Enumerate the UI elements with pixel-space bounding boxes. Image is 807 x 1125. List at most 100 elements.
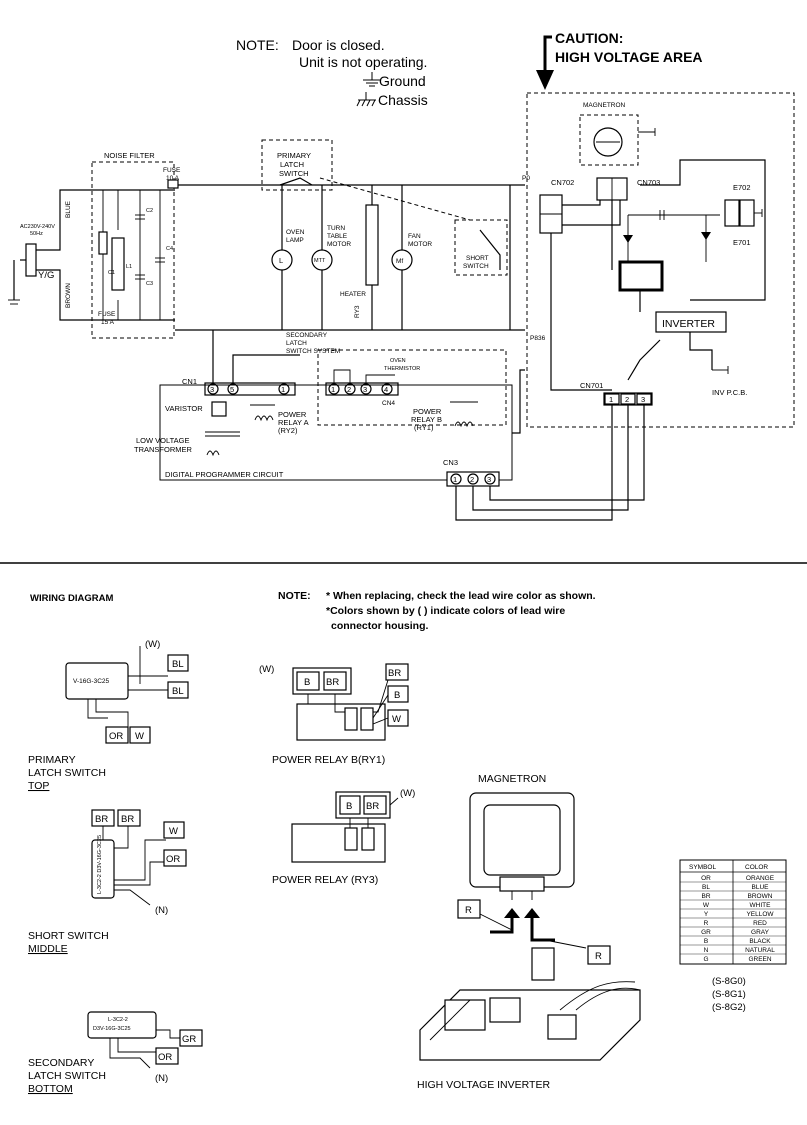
note-line2: Unit is not operating. [299,54,427,70]
ry1-w-label: (W) [259,664,274,675]
primary-caption-2: LATCH SWITCH [28,767,106,779]
magnetron-drawing-icon [469,792,587,981]
heater-icon [365,204,379,286]
secondary-caption-3: BOTTOM [28,1083,73,1095]
cn4-pin-1-label: 1 [331,385,335,394]
relay-b-coil-icon [450,401,478,428]
wiring-note-line3: connector housing. [331,620,429,632]
secondary-or: OR [158,1052,172,1063]
primary-latch-label-3: SWITCH [279,169,309,178]
cn4-pin-2 [344,383,356,395]
legend-color: GRAY [751,929,770,936]
short-switch-icon [479,229,501,270]
secondary-latch-drawing: L-3C2-2 D3V-16G-3C25 GR OR (N) [87,1011,203,1084]
low-voltage-label-2: TRANSFORMER [134,445,193,454]
e702-e701-icon [724,199,763,227]
wiring-title: WIRING DIAGRAM [30,593,113,604]
relay-b-label-1: POWER [413,407,442,416]
legend-header-symbol: SYMBOL [689,864,716,871]
noise-filter-label: NOISE FILTER [104,151,155,160]
cn701-pin-3 [636,393,652,405]
cn3-pin-1-label: 1 [453,475,457,484]
magnetron-label-top: MAGNETRON [583,102,626,109]
code-1: (S-8G0) [712,976,746,987]
magnetron-icon [593,127,656,157]
chassis-icon [356,92,376,107]
primary-or: OR [109,731,123,742]
fuse-bottom-label: FUSE [98,311,116,318]
ry3-w-label: (W) [400,788,415,799]
ry3-b-tag [339,795,361,815]
power-relay-ry3-drawing: B BR (W) [291,788,415,863]
cn3-pin-2-label: 2 [470,475,474,484]
relay-a-label-1: POWER [278,410,307,419]
c4-label: C4 [166,246,173,252]
primary-part-number: V-16G-3C25 [73,678,110,685]
primary-bl-1-tag [167,654,189,672]
cn1-pin-1 [278,383,290,395]
secondary-caption-2: LATCH SWITCH [28,1070,106,1082]
legend-symbol: G [703,956,708,963]
turntable-label-1: TURN [327,225,345,232]
ry1-br2: BR [388,668,401,679]
hv-transformer-icon [618,260,664,292]
c1-label: C1 [108,270,115,276]
legend-symbol: BL [702,884,710,891]
ry3-br: BR [366,801,379,812]
ground-label: Ground [379,73,426,89]
relay-b-label-2: RELAY B [411,415,442,424]
legend-color: BROWN [748,893,773,900]
short-or-tag [163,849,187,867]
inverter-box [655,311,727,333]
cn1-pin-3 [207,383,219,395]
relay-a-label-2: RELAY A [278,418,309,427]
ry1-b2-tag [387,685,409,703]
ground-icon [363,72,381,87]
cn701-pin-1-label: 1 [609,395,613,404]
fuse-top-rating: 10 A [166,175,180,182]
short-n: (N) [155,905,168,916]
secondary-n: (N) [155,1073,168,1084]
primary-latch-label-2: LATCH [280,160,304,169]
primary-latch-drawing: V-16G-3C25 BL BL (W) OR W [65,639,189,744]
fan-motor-label-2: MOTOR [408,241,432,248]
ry1-caption: POWER RELAY B(RY1) [272,754,385,766]
transformer-icon [205,431,240,457]
primary-bl-2-tag [167,681,189,699]
cn703-label: CN703 [637,178,660,187]
primary-bl-2: BL [172,686,184,697]
legend-symbol: GR [701,929,711,936]
short-br-1: BR [95,814,108,825]
wiring-diagram: WIRING DIAGRAM NOTE: * When replacing, c… [28,590,787,1095]
mf-symbol: Mf [396,258,403,265]
cn4-pin-3 [360,383,372,395]
magnetron-r2-tag [587,945,611,965]
oven-lamp-icon [271,249,293,271]
cn3-pin-1 [450,473,462,485]
turntable-label-3: MOTOR [327,241,351,248]
secondary-or-tag [155,1047,179,1065]
short-switch-drawing: L-3C2-2 D3V-16G-3C25 BR BR W OR (N) [91,809,187,916]
short-br-1-tag [91,809,115,827]
oven-lamp-label-1: OVEN [286,229,305,236]
short-br-2: BR [121,814,134,825]
short-or: OR [166,854,180,865]
legend-symbol: Y [704,911,709,918]
turntable-label-2: TABLE [327,233,348,240]
ry3-label: RY3 [354,305,361,318]
legend-color: BLUE [752,884,770,891]
cn3-pin-3 [484,473,496,485]
secondary-caption-1: SECONDARY [28,1057,94,1069]
wiring-note-label: NOTE: [278,590,311,602]
secondary-part-2: D3V-16G-3C25 [93,1026,131,1032]
caution-line2: HIGH VOLTAGE AREA [555,49,703,65]
cn4-pin-1 [328,383,340,395]
legend-symbol: R [704,920,709,927]
code-3: (S-8G2) [712,1002,746,1013]
low-voltage-label-1: LOW VOLTAGE [136,436,189,445]
c2-label: C2 [146,208,153,214]
ry1-w2: W [392,714,401,725]
schematic: NOISE FILTER FUSE 10 A FUSE 15 A AC230V-… [8,92,795,521]
primary-latch-label-1: PRIMARY [277,151,311,160]
